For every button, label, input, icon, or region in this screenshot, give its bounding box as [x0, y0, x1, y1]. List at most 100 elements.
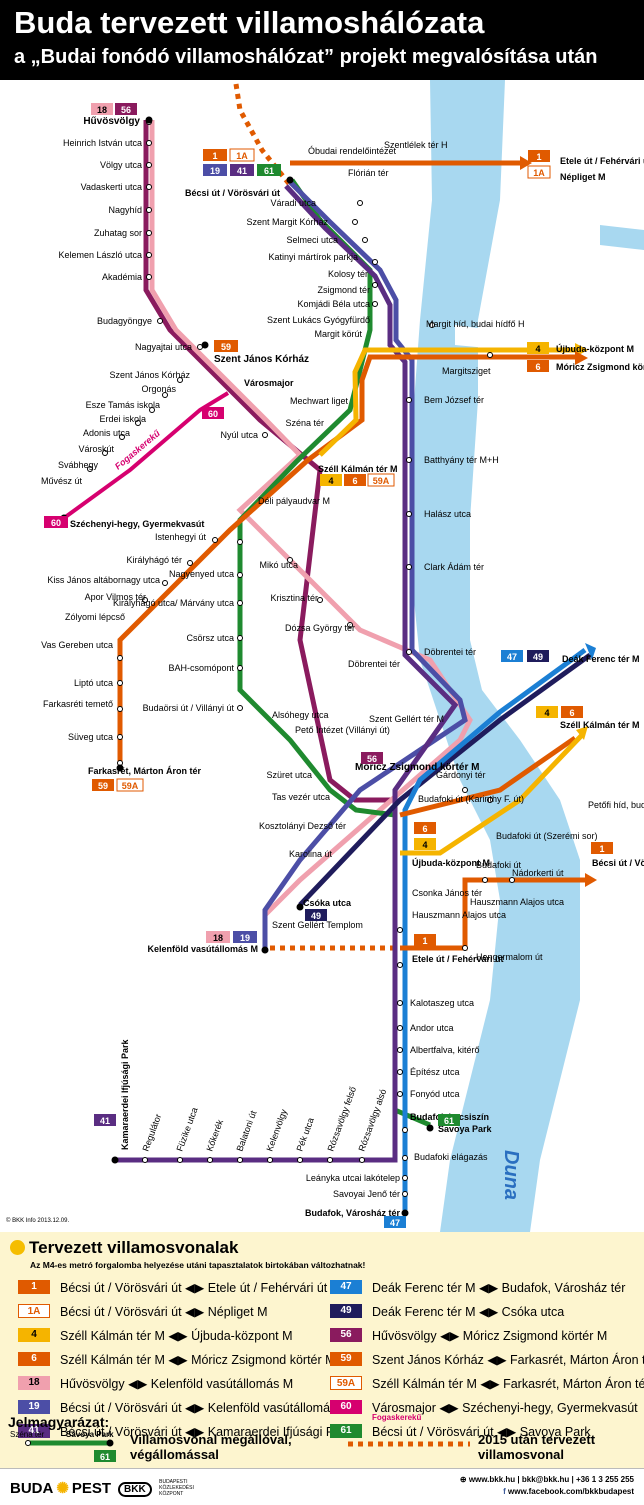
label-moricz: Móricz Zsigmond körtér M [355, 762, 479, 773]
label-epitesz: Építész utca [410, 1067, 460, 1077]
label-erdei: Erdei iskola [99, 414, 146, 424]
danube-river [410, 80, 580, 1232]
label-apor: Apor Vilmos tér [85, 592, 146, 602]
label-obudai: Óbudai rendelőintézet [308, 146, 397, 156]
arrow-line47-ne [585, 643, 596, 660]
label-muvesz: Művész út [41, 476, 83, 486]
route-badge: 61 [330, 1424, 362, 1438]
label-szuret: Szüret utca [266, 770, 312, 780]
svg-text:6: 6 [569, 708, 574, 718]
label-nagyajtai: Nagyajtai utca [135, 342, 192, 352]
label-fuzike: Füzike utca [174, 1106, 199, 1153]
svg-text:49: 49 [311, 911, 321, 921]
web-link[interactable]: www.bkk.hu [468, 1475, 516, 1484]
label-ujbuda: Újbuda-központ M [412, 857, 490, 868]
label-vas-gereben: Vas Gereben utca [41, 640, 113, 650]
route-badge: 18 [18, 1376, 50, 1390]
line-6-south [399, 735, 577, 818]
svg-text:18: 18 [97, 105, 107, 115]
route-badge: 1 [18, 1280, 50, 1294]
svg-text:1: 1 [212, 151, 217, 161]
legend-item: 60 Városmajor ◀▶ Széchenyi-hegy, Gyermekv… [330, 1398, 638, 1422]
terminal-becsi-right: Bécsi út / Vörösvári út [592, 858, 644, 868]
label-kolosy: Kolosy tér [328, 269, 368, 279]
label-duna: Duna [500, 1150, 522, 1200]
svg-text:59: 59 [221, 342, 231, 352]
phone: +36 1 3 255 255 [575, 1475, 634, 1484]
label-petofi: Petőfi híd, budai hídfő [588, 800, 644, 810]
svg-text:60: 60 [208, 409, 218, 419]
svg-text:1A: 1A [236, 151, 248, 161]
route-badge: 49 [330, 1304, 362, 1318]
svg-text:47: 47 [390, 1218, 400, 1228]
label-szell: Széll Kálmán tér M [318, 464, 398, 474]
bkk-logo: BKK BUDAPESTI KÖZLEKEDÉSI KÖZPONT [118, 1479, 219, 1498]
route-badge: 56 [330, 1328, 362, 1342]
label-pek: Pék utca [294, 1116, 315, 1152]
svg-text:4: 4 [422, 840, 427, 850]
label-kamaraerdei: Kamaraerdei Ifjúsági Park [120, 1038, 130, 1150]
route-description: Széll Kálmán tér M ◀▶ Farkasrét, Márton … [372, 1376, 644, 1391]
line-4-south [400, 733, 584, 856]
label-szena: Széna tér [285, 418, 324, 428]
label-lipto: Liptó utca [74, 678, 113, 688]
label-szent-gellert-ter: Szent Gellért tér M [369, 714, 444, 724]
route-description: Széll Kálmán tér M ◀▶ Móricz Zsigmond kö… [60, 1352, 336, 1367]
terminal-dot [401, 1209, 409, 1217]
arrow-line4-ne [576, 726, 588, 740]
label-zolyomi: Zólyomi lépcső [65, 612, 125, 622]
key-solid-label: Villamosvonal megállóval, végállomással [130, 1432, 292, 1462]
svg-text:4: 4 [328, 476, 333, 486]
terminal-deak: Deák Ferenc tér M [562, 654, 640, 664]
route-description: Bécsi út / Vörösvári út ◀▶ Etele út / Fe… [60, 1280, 328, 1295]
svg-text:59A: 59A [373, 476, 390, 486]
label-nagyenyed: Nagyenyed utca [169, 569, 234, 579]
arrow-line1-south-east [585, 873, 597, 887]
svg-text:1A: 1A [533, 168, 545, 178]
bkk-subtitle: BUDAPESTI KÖZLEKEDÉSI KÖZPONT [159, 1479, 194, 1497]
label-vadaskerti: Vadaskerti utca [81, 182, 142, 192]
terminal-dot [261, 946, 269, 954]
route-description: Városmajor ◀▶ Széchenyi-hegy, Gyermekvas… [372, 1400, 638, 1415]
key-badge-num: 61 [100, 1452, 110, 1462]
terminal-dot [286, 176, 294, 184]
label-adonis: Adonis utca [83, 428, 130, 438]
key-dashed-label: 2015 után tervezett villamosvonal [478, 1432, 596, 1462]
label-kelenfold: Kelenföld vasútállomás M [147, 944, 258, 954]
label-etele-ut: Etele út / Fehérvári út [412, 954, 504, 964]
contact-line: ⊕ www.bkk.hu | bkk@bkk.hu | +36 1 3 255 … [459, 1475, 634, 1484]
facebook-link[interactable]: www.facebook.com/bkkbudapest [508, 1487, 634, 1496]
label-hauszmann: Hauszmann Alajos utca [412, 910, 506, 920]
label-margitsziget: Margitsziget [442, 366, 491, 376]
key-example-end: Savoya Park [66, 1430, 114, 1439]
email-link[interactable]: bkk@bkk.hu [521, 1475, 570, 1484]
label-suveg: Süveg utca [68, 732, 113, 742]
route-badge: 60 [330, 1400, 362, 1414]
label-mechwart: Mechwart liget [290, 396, 349, 406]
line-18 [149, 120, 473, 946]
line-49 [298, 652, 592, 907]
label-katinyi: Katinyi mártírok parkja [268, 252, 358, 262]
label-szechenyi: Széchenyi-hegy, Gyermekvasút [70, 519, 204, 529]
label-nagyhid: Nagyhíd [108, 205, 142, 215]
line-41 [115, 184, 459, 1163]
label-karolina: Karolina út [289, 849, 333, 859]
svg-text:1: 1 [536, 152, 541, 162]
label-szent-lukacs: Szent Lukács Gyógyfürdő [267, 315, 370, 325]
label-kiralyhago-marvany: Királyhágó utca/ Márvány utca [113, 598, 234, 608]
svg-text:49: 49 [533, 652, 543, 662]
route-description: Szent János Kórház ◀▶ Farkasrét, Márton … [372, 1352, 644, 1367]
route-badge: 41 [18, 1424, 50, 1438]
label-peto: Pető Intézet (Villányi út) [295, 725, 390, 735]
label-szent-janos: Szent János Kórház [214, 354, 309, 365]
label-varoskut: Városkút [78, 444, 114, 454]
legend-title: Tervezett villamosvonalak [10, 1238, 238, 1258]
terminal-dot [145, 116, 153, 124]
label-dozsa: Dózsa György tér [285, 623, 355, 633]
